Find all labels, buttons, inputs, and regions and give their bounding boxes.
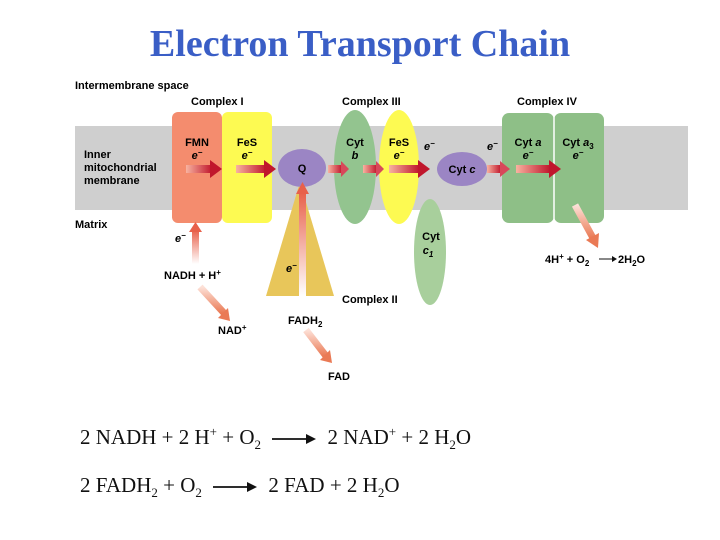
cyt-a3-electron-label: e− — [573, 148, 584, 162]
complex-3-label: Complex III — [342, 96, 401, 108]
cyt-a-electron-label: e− — [523, 148, 534, 162]
fadh2-entry-arrow — [299, 192, 306, 296]
cyt-a3-label: Cyt a3 — [562, 137, 594, 151]
page-title: Electron Transport Chain — [149, 23, 571, 65]
fes-2-label: FeS — [389, 137, 409, 149]
matrix-label: Matrix — [75, 219, 108, 231]
nad-exit-arrow — [197, 284, 230, 321]
electron-flow-arrows — [186, 160, 561, 178]
complex-2-label: Complex II — [342, 294, 398, 306]
cyt-b-oval — [334, 110, 376, 224]
fmn-electron-label: e− — [192, 148, 203, 162]
inner-membrane-label-1: Inner — [84, 149, 112, 161]
nad-label: NAD+ — [218, 323, 247, 337]
fad-label: FAD — [328, 371, 350, 383]
q-label: Q — [298, 163, 307, 175]
water-product-label: 2H2O — [618, 254, 646, 268]
water-reaction-arrow — [599, 256, 617, 262]
nadh-entry-arrow — [192, 230, 199, 264]
nadh-label: NADH + H+ — [164, 268, 221, 282]
cyt-b-label-1: Cyt — [346, 137, 364, 149]
cyt-c1-oval — [414, 199, 446, 305]
fes-2-electron-label: e− — [394, 148, 405, 162]
nadh-entry-arrowhead — [189, 222, 202, 232]
intermembrane-space-label: Intermembrane space — [75, 80, 189, 92]
water-reaction-label: 4H+ + O2 — [545, 252, 590, 268]
cyt-c-oval — [437, 152, 487, 186]
cyt-b-label-2: b — [352, 150, 359, 162]
fadh2-label: FADH2 — [288, 315, 323, 329]
cyt-a3-block — [554, 113, 604, 223]
cyt-c1-label-2: c1 — [423, 245, 434, 259]
complex-4-label: Complex IV — [517, 96, 578, 108]
fadh2-entry-arrowhead — [296, 182, 309, 194]
ubiquinone-q — [278, 149, 326, 187]
nadh-electron-label: e− — [175, 231, 186, 245]
fad-exit-arrow — [303, 327, 332, 363]
fes-1-label: FeS — [237, 137, 257, 149]
equation-nadh: 2 NADH + 2 H+ + O2 2 NAD+ + 2 H2O — [80, 424, 472, 453]
reaction-arrow — [213, 482, 258, 493]
complex-1-label: Complex I — [191, 96, 244, 108]
water-formation-arrow — [571, 203, 599, 248]
complex-2-electron-label: e− — [286, 261, 297, 275]
etc-diagram: Intermembrane space Inner mitochondrial … — [75, 80, 688, 383]
electron-label-to-cyt-c: e− — [424, 139, 435, 153]
equation-fadh2: 2 FADH2 + O2 2 FAD + 2 H2O — [80, 473, 400, 501]
fes-1-electron-label: e− — [242, 148, 253, 162]
electron-label-to-complex-4: e− — [487, 139, 498, 153]
reaction-arrow — [272, 434, 317, 445]
cyt-a-label: Cyt a — [515, 137, 542, 149]
cyt-c-label: Cyt c — [449, 164, 476, 176]
fmn-label: FMN — [185, 137, 209, 149]
cyt-c1-label-1: Cyt — [422, 231, 440, 243]
inner-membrane-label-2: mitochondrial — [84, 162, 157, 174]
inner-membrane-label-3: membrane — [84, 175, 140, 187]
